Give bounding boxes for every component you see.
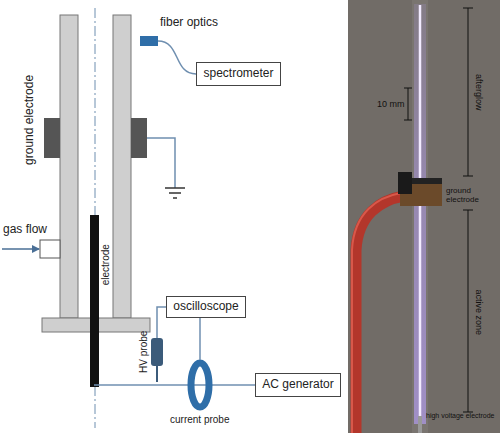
scale-tick <box>404 88 412 89</box>
ground-wire <box>147 138 175 188</box>
scale-bar <box>408 88 409 120</box>
probe-wire <box>157 307 166 338</box>
region-label: active zone <box>474 289 484 335</box>
gas-inlet <box>40 240 60 258</box>
box-label: AC generator <box>262 378 333 392</box>
instrument-box: AC generator <box>255 373 341 397</box>
red-cable <box>356 196 404 433</box>
fiber-optics-connector: fiber optics <box>140 36 158 46</box>
instrument-box: spectrometer <box>196 62 281 86</box>
part-label: current probe <box>170 414 229 426</box>
ground-symbol <box>165 187 185 189</box>
probe-wire <box>199 318 201 360</box>
hv-probe-tip <box>156 366 158 382</box>
hv-electrode <box>90 215 99 387</box>
bracket-tick <box>463 8 473 9</box>
glass-tube <box>412 0 428 433</box>
part-label: HV probe <box>138 331 150 373</box>
ground-symbol <box>173 197 177 199</box>
node-label: fiber optics <box>160 16 218 30</box>
part-label: ground electrode <box>446 186 498 204</box>
instrument-box: oscilloscope <box>166 296 246 318</box>
fiber-cable <box>158 41 196 74</box>
gas-arrow <box>2 248 39 250</box>
bracket-tick <box>463 176 473 177</box>
hv-probe-symbol <box>151 338 163 366</box>
ground-symbol <box>169 192 181 194</box>
part-label: ground electrode <box>23 75 37 165</box>
box-label: spectrometer <box>203 67 273 81</box>
part-label: high voltage electrode <box>426 412 498 420</box>
hv-electrode-photo <box>418 416 422 433</box>
part-label: gas flow <box>3 223 47 237</box>
plasma-jet <box>419 5 422 424</box>
ground-electrode <box>131 118 147 158</box>
tube-wall <box>113 15 131 318</box>
hv-wire <box>94 384 258 386</box>
current-probe-ring <box>191 363 209 407</box>
scale-label: 10 mm <box>377 99 405 109</box>
clamp <box>398 172 412 194</box>
bracket-tick <box>463 210 473 211</box>
region-label: afterglow <box>474 74 484 111</box>
scale-tick <box>404 120 412 121</box>
photo-background <box>348 0 500 433</box>
plasma-glow <box>414 4 426 424</box>
tube-wall <box>60 15 78 318</box>
active-zone-bracket <box>468 210 469 412</box>
part-label: electrode <box>100 244 112 285</box>
box-label: oscilloscope <box>173 300 238 314</box>
ground-electrode <box>44 118 60 158</box>
afterglow-bracket <box>468 8 469 176</box>
cable-highlight <box>352 193 401 433</box>
